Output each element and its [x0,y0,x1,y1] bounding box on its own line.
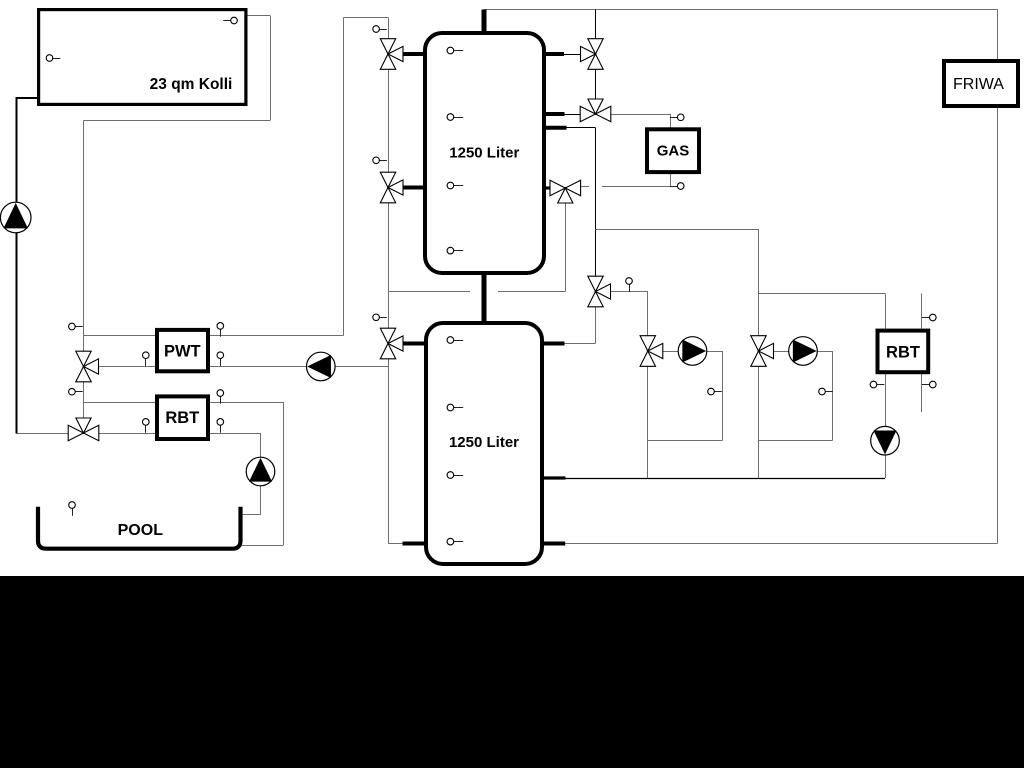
svg-text:RBT: RBT [165,409,199,427]
svg-text:23 qm Kolli: 23 qm Kolli [150,76,233,93]
svg-text:RBT: RBT [886,343,920,361]
svg-text:GAS: GAS [657,143,690,160]
svg-text:1250 Liter: 1250 Liter [449,434,519,451]
svg-text:FRIWA: FRIWA [953,76,1004,93]
svg-text:PWT: PWT [164,342,201,360]
svg-text:POOL: POOL [118,522,164,539]
svg-text:1250 Liter: 1250 Liter [449,145,519,162]
